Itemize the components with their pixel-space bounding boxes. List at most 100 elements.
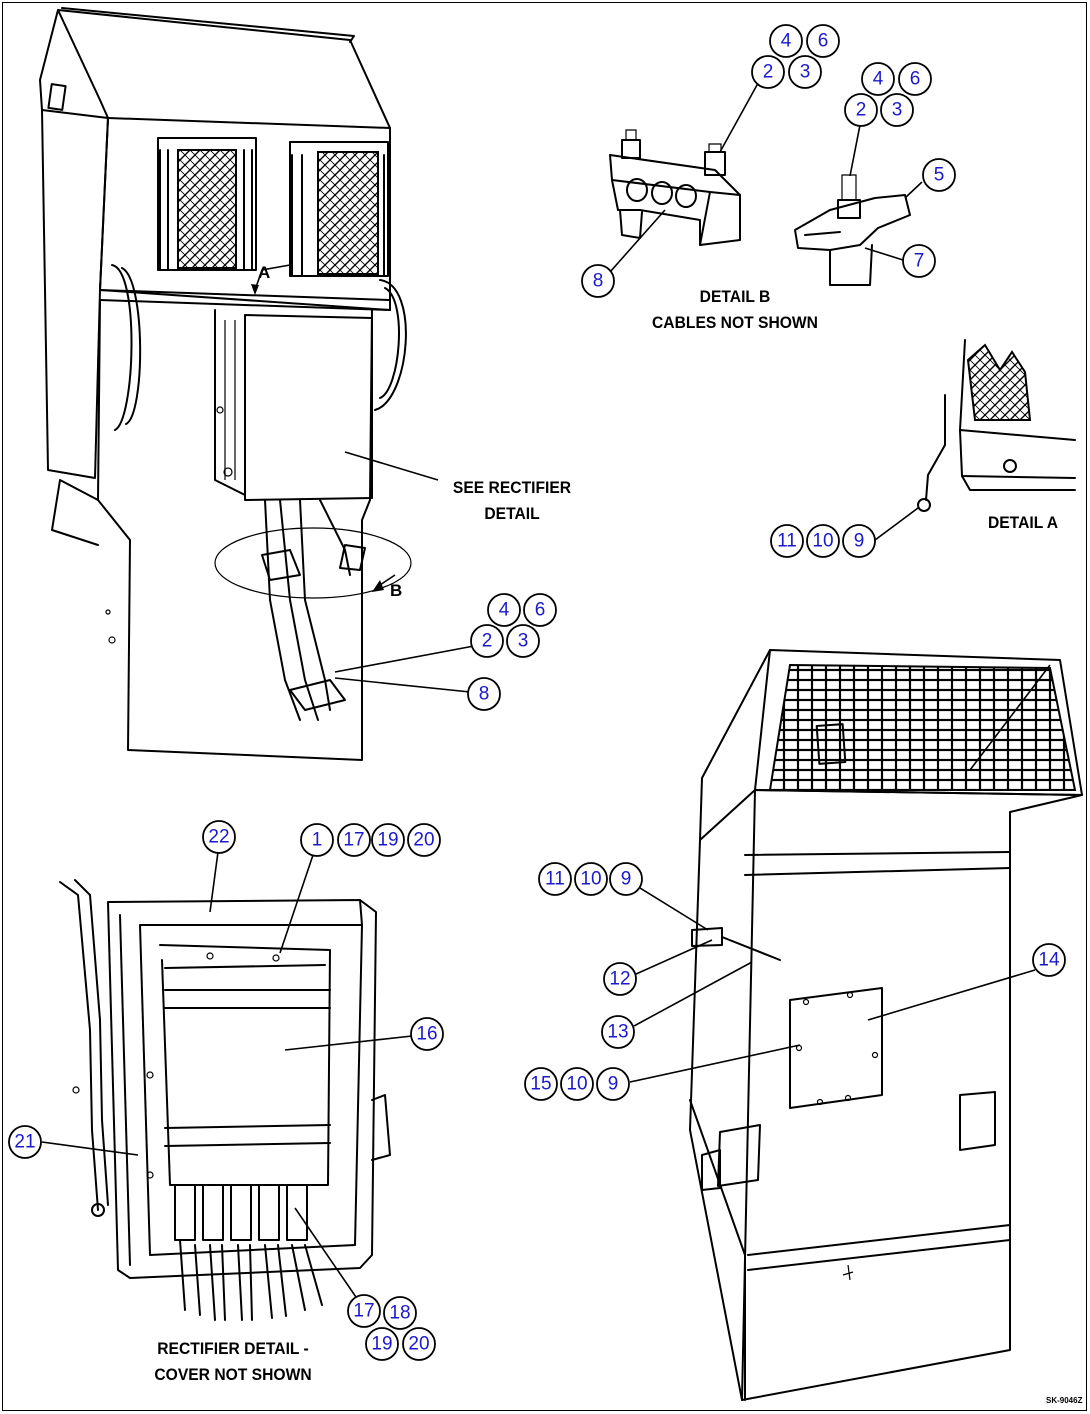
callout-number: 10: [580, 869, 601, 890]
callout-bubble: 13: [601, 1015, 635, 1049]
see-rectifier-label-line1: SEE RECTIFIER: [452, 478, 572, 497]
leader-line: [344, 451, 439, 481]
callout-number: 19: [371, 1334, 392, 1355]
leader-line: [633, 961, 753, 1027]
callout-number: 6: [535, 600, 546, 621]
callout-number: 15: [530, 1074, 551, 1095]
callout-bubble: 6: [806, 24, 840, 58]
callout-bubble: 10: [560, 1067, 594, 1101]
callout-bubble: 11: [770, 524, 804, 558]
callout-number: 12: [609, 969, 630, 990]
callout-number: 13: [607, 1022, 628, 1043]
view-arrow-b-label: B: [390, 581, 402, 600]
callout-number: 17: [343, 830, 364, 851]
callout-bubble: 9: [596, 1067, 630, 1101]
callout-bubble: 10: [806, 524, 840, 558]
callout-number: 4: [781, 31, 792, 52]
callout-number: 8: [593, 271, 604, 292]
callout-bubble: 6: [523, 593, 557, 627]
callout-number: 6: [818, 31, 829, 52]
callout-number: 1: [312, 830, 323, 851]
leader-line: [864, 247, 904, 261]
leader-line: [209, 851, 219, 913]
callout-bubble: 2: [470, 624, 504, 658]
leader-line: [334, 677, 471, 693]
callout-bubble: 3: [880, 93, 914, 127]
callout-bubble: 4: [487, 593, 521, 627]
callout-number: 18: [389, 1303, 410, 1324]
leader-line: [633, 939, 713, 976]
callout-bubble: 11: [538, 862, 572, 896]
callout-bubble: 17: [337, 823, 371, 857]
callout-bubble: 19: [365, 1327, 399, 1361]
callout-number: 11: [777, 531, 797, 552]
callout-bubble: 18: [383, 1296, 417, 1330]
callout-bubble: 4: [861, 62, 895, 96]
callout-bubble: 2: [751, 55, 785, 89]
rectifier-detail-subtitle: COVER NOT SHOWN: [154, 1365, 312, 1384]
detail-b-drawing: [609, 129, 911, 286]
callout-bubble: 1: [300, 823, 334, 857]
callout-number: 19: [377, 830, 398, 851]
rectifier-detail-title: RECTIFIER DETAIL -: [157, 1339, 309, 1358]
callout-number: 4: [873, 69, 884, 90]
callout-bubble: 8: [581, 264, 615, 298]
exterior-enclosure-drawing: [689, 649, 1083, 1401]
callout-number: 3: [518, 631, 529, 652]
callout-number: 7: [914, 251, 925, 272]
leader-line: [284, 1035, 413, 1051]
callout-number: 17: [353, 1301, 374, 1322]
callout-bubble: 15: [524, 1067, 558, 1101]
callout-bubble: 9: [842, 524, 876, 558]
leader-line: [41, 1141, 139, 1156]
callout-number: 2: [482, 631, 493, 652]
callout-number: 2: [856, 100, 867, 121]
callout-number: 11: [545, 869, 565, 890]
leader-line: [629, 1044, 801, 1083]
callout-bubble: 20: [402, 1327, 436, 1361]
callout-bubble: 16: [410, 1017, 444, 1051]
callout-number: 9: [621, 869, 632, 890]
callout-bubble: 14: [1032, 943, 1066, 977]
callout-bubble: 10: [574, 862, 608, 896]
callout-number: 10: [566, 1074, 587, 1095]
callout-bubble: 12: [603, 962, 637, 996]
callout-number: 20: [413, 830, 434, 851]
leader-line: [867, 969, 1036, 1021]
detail-a-drawing: [917, 339, 1076, 512]
callout-bubble: 19: [371, 823, 405, 857]
leader-line: [294, 1207, 359, 1301]
callout-bubble: 20: [407, 823, 441, 857]
callout-bubble: 21: [8, 1125, 42, 1159]
leader-line: [904, 181, 923, 199]
callout-number: 22: [208, 827, 229, 848]
callout-bubble: 2: [844, 93, 878, 127]
callout-bubble: 3: [506, 624, 540, 658]
callout-bubble: 8: [467, 677, 501, 711]
callout-number: 14: [1038, 950, 1060, 971]
leader-line: [334, 645, 475, 673]
detail-a-title: DETAIL A: [987, 513, 1059, 532]
callout-number: 16: [416, 1024, 437, 1045]
callout-bubble: 4: [769, 24, 803, 58]
view-arrow-a-label: A: [258, 263, 270, 282]
detail-b-subtitle: CABLES NOT SHOWN: [652, 313, 818, 332]
callout-number: 21: [14, 1132, 35, 1153]
leader-line: [609, 209, 666, 273]
callout-number: 3: [800, 62, 811, 83]
callout-bubble: 6: [898, 62, 932, 96]
callout-bubble: 3: [788, 55, 822, 89]
leader-line: [849, 124, 861, 177]
callout-number: 9: [854, 531, 865, 552]
leader-line: [279, 854, 314, 954]
leader-line: [719, 75, 763, 153]
callout-bubble: 7: [902, 244, 936, 278]
leader-line: [639, 887, 709, 931]
callout-number: 3: [892, 100, 903, 121]
callout-number: 20: [408, 1334, 429, 1355]
drawing-number: SK-9046Z: [1046, 1396, 1083, 1405]
callout-bubble: 17: [347, 1294, 381, 1328]
callout-number: 6: [910, 69, 921, 90]
